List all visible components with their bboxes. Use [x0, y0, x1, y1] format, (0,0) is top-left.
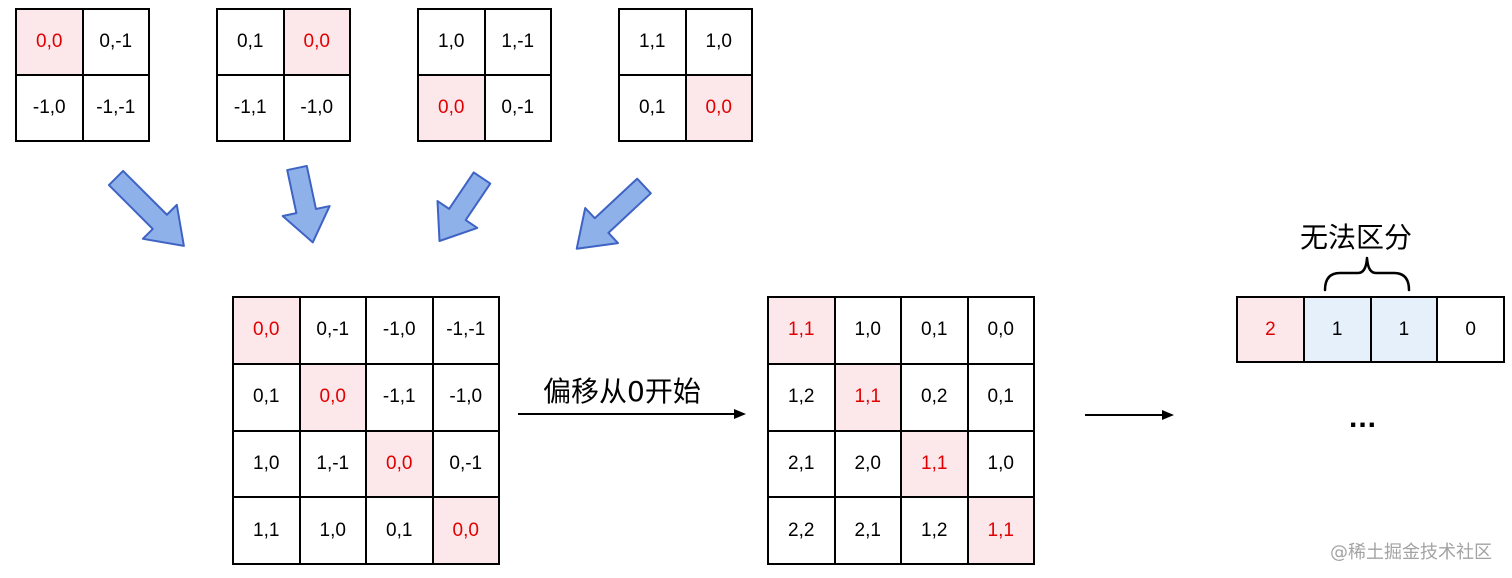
top-grid-4-cell-1: 1,0 [685, 9, 752, 75]
top-grid-1-cell-0: 0,0 [16, 9, 83, 75]
top-grid-3-cell-2: 0,0 [418, 75, 485, 141]
shifted-grid-cell-8: 2,1 [768, 430, 835, 498]
merged-grid-cell-9: 1,-1 [299, 430, 366, 498]
top-grid-4-cell-3: 0,0 [685, 75, 752, 141]
shifted-grid-cell-12: 2,2 [768, 497, 835, 564]
top-grid-4-cell-0: 1,1 [619, 9, 686, 75]
top-grid-3-cell-3: 0,-1 [484, 75, 551, 141]
block-arrow-4 [575, 177, 652, 250]
result-row-cell-2: 1 [1370, 297, 1438, 362]
merged-grid-cell-13: 1,0 [299, 497, 366, 564]
shifted-grid-cell-15: 1,1 [967, 497, 1034, 564]
top-grid-2-cell-3: -1,0 [283, 75, 350, 141]
result-row-cell-3: 0 [1437, 297, 1504, 362]
shifted-grid-cell-5: 1,1 [834, 363, 901, 431]
shifted-grid-cell-9: 2,0 [834, 430, 901, 498]
top-grid-1-cell-1: 0,-1 [82, 9, 149, 75]
shifted-grid-cell-14: 1,2 [901, 497, 968, 564]
watermark: @稀土掘金技术社区 [1330, 542, 1492, 563]
shifted-grid-cell-13: 2,1 [834, 497, 901, 564]
shifted-grid-cell-6: 0,2 [901, 363, 968, 431]
block-arrow-2 [281, 164, 331, 244]
merged-grid-cell-4: 0,1 [233, 363, 300, 431]
merged-grid-cell-8: 1,0 [233, 430, 300, 498]
block-arrow-3 [436, 171, 492, 243]
top-grid-2-cell-1: 0,0 [283, 9, 350, 75]
shifted-grid-cell-2: 0,1 [901, 297, 968, 364]
merged-grid-cell-1: 0,-1 [299, 297, 366, 364]
result-row-cell-0: 2 [1237, 297, 1304, 362]
top-grid-1-cell-3: -1,-1 [82, 75, 149, 141]
shifted-grid-cell-0: 1,1 [768, 297, 835, 364]
merged-grid-cell-15: 0,0 [432, 497, 499, 564]
merged-grid-cell-12: 1,1 [233, 497, 300, 564]
shifted-grid-cell-11: 1,0 [967, 430, 1034, 498]
top-grid-1-cell-2: -1,0 [16, 75, 83, 141]
block-arrow-3-shape [436, 171, 492, 243]
block-arrow-4-shape [575, 177, 652, 250]
top-grid-3-cell-1: 1,-1 [484, 9, 551, 75]
block-arrow-1-shape [107, 169, 185, 247]
result-row-cell-1: 1 [1303, 297, 1371, 362]
shifted-grid-cell-1: 1,0 [834, 297, 901, 364]
merged-grid-cell-7: -1,0 [432, 363, 499, 431]
shift-label: 偏移从0开始 [543, 375, 701, 408]
shifted-grid-cell-3: 0,0 [967, 297, 1034, 364]
merged-grid-cell-5: 0,0 [299, 363, 366, 431]
merged-grid-cell-3: -1,-1 [432, 297, 499, 364]
top-grid-2-cell-2: -1,1 [217, 75, 284, 141]
block-arrow-2-shape [281, 164, 331, 244]
top-grid-2-cell-0: 0,1 [217, 9, 284, 75]
merged-grid-cell-14: 0,1 [366, 497, 433, 564]
merged-grid-cell-11: 0,-1 [432, 430, 499, 498]
indistinguishable-label: 无法区分 [1300, 221, 1413, 254]
block-arrow-1 [107, 169, 185, 247]
shifted-grid-cell-10: 1,1 [901, 430, 968, 498]
top-grid-4-cell-2: 0,1 [619, 75, 686, 141]
ellipsis: ... [1349, 401, 1378, 434]
shifted-grid-cell-7: 0,1 [967, 363, 1034, 431]
merged-grid-cell-10: 0,0 [366, 430, 433, 498]
merged-grid-cell-6: -1,1 [366, 363, 433, 431]
merged-grid-cell-0: 0,0 [233, 297, 300, 364]
shifted-grid-cell-4: 1,2 [768, 363, 835, 431]
curly-bracket [1323, 256, 1411, 292]
merged-grid-cell-2: -1,0 [366, 297, 433, 364]
top-grid-3-cell-0: 1,0 [418, 9, 485, 75]
